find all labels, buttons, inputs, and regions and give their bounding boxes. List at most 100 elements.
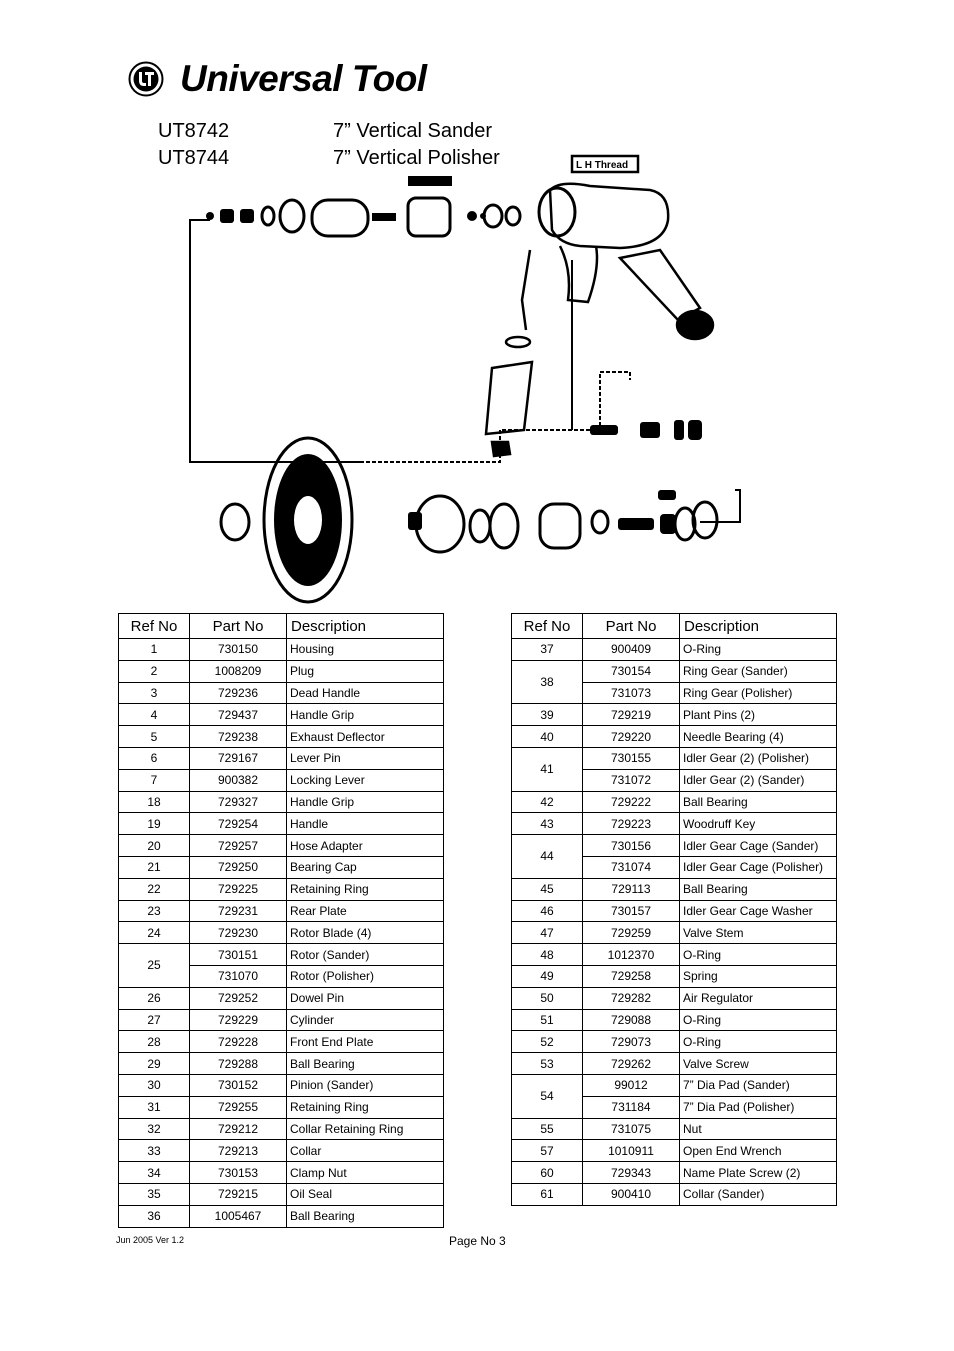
description-cell: Valve Stem	[679, 921, 837, 945]
part-no-cell: 729257	[189, 834, 287, 857]
description-cell: Open End Wrench	[679, 1139, 837, 1163]
ref-no-cell: 46	[511, 899, 583, 923]
part-no-cell: 99012	[582, 1073, 680, 1097]
description-cell: Locking Lever	[286, 768, 444, 792]
description-cell: Plug	[286, 659, 444, 683]
part-no-header: Part No	[582, 613, 680, 639]
ref-no-cell: 37	[511, 638, 583, 661]
part-no-cell: 729229	[189, 1008, 287, 1032]
description-cell: Ball Bearing	[286, 1204, 444, 1228]
part-no-cell: 729073	[582, 1030, 680, 1054]
part-no-cell: 731075	[582, 1117, 680, 1141]
description-header: Description	[679, 613, 837, 639]
part-no-cell: 729220	[582, 725, 680, 748]
ref-no-cell: 47	[511, 921, 583, 945]
ref-no-cell: 51	[511, 1008, 583, 1032]
ref-no-cell: 27	[118, 1008, 190, 1032]
description-cell: Ring Gear (Sander)	[679, 659, 837, 683]
part-no-cell: 731073	[582, 681, 680, 705]
ref-no-cell: 52	[511, 1030, 583, 1054]
table-header-row: Ref No Part No Description	[118, 613, 444, 639]
ref-no-cell: 43	[511, 812, 583, 836]
description-header: Description	[286, 613, 444, 639]
description-cell: Ring Gear (Polisher)	[679, 681, 837, 705]
ref-no-cell: 36	[118, 1204, 190, 1228]
part-no-cell: 730154	[582, 659, 680, 683]
part-no-cell: 729215	[189, 1182, 287, 1206]
description-cell: Handle Grip	[286, 703, 444, 727]
ref-no-header: Ref No	[511, 613, 583, 639]
part-no-cell: 729228	[189, 1030, 287, 1054]
part-no-cell: 729258	[582, 964, 680, 988]
description-cell: Rear Plate	[286, 899, 444, 923]
description-cell: Hose Adapter	[286, 834, 444, 857]
ref-no-cell: 54	[511, 1073, 583, 1119]
description-cell: Name Plate Screw (2)	[679, 1161, 837, 1184]
thread-label: L H Thread	[576, 160, 628, 171]
model-list: UT8742 7” Vertical Sander UT8744 7” Vert…	[158, 118, 500, 172]
ref-no-cell: 44	[511, 834, 583, 879]
description-cell: O-Ring	[679, 943, 837, 966]
part-no-cell: 730155	[582, 746, 680, 770]
description-cell: Nut	[679, 1117, 837, 1141]
page-number: Page No 3	[449, 1234, 506, 1248]
part-no-cell: 729223	[582, 812, 680, 836]
ref-no-cell: 21	[118, 855, 190, 879]
ref-no-cell: 25	[118, 943, 190, 988]
part-no-cell: 900410	[582, 1182, 680, 1206]
model-row: UT8744 7” Vertical Polisher	[158, 145, 500, 172]
ref-no-cell: 53	[511, 1052, 583, 1075]
ref-no-cell: 19	[118, 812, 190, 836]
description-cell: Ball Bearing	[286, 1052, 444, 1075]
model-name: 7” Vertical Polisher	[333, 147, 500, 169]
part-no-cell: 729288	[189, 1052, 287, 1075]
ref-no-cell: 38	[511, 659, 583, 705]
part-no-cell: 729437	[189, 703, 287, 727]
part-no-cell: 731074	[582, 855, 680, 879]
part-no-cell: 730153	[189, 1161, 287, 1184]
part-no-cell: 729343	[582, 1161, 680, 1184]
ref-no-cell: 49	[511, 964, 583, 988]
ref-no-cell: 34	[118, 1161, 190, 1184]
model-code: UT8742	[158, 120, 230, 142]
description-cell: 7” Dia Pad (Sander)	[679, 1073, 837, 1097]
ut-logo-icon	[128, 61, 164, 97]
description-cell: Clamp Nut	[286, 1161, 444, 1184]
part-no-cell: 730151	[189, 943, 287, 966]
description-cell: Idler Gear (2) (Polisher)	[679, 746, 837, 770]
ref-no-cell: 7	[118, 768, 190, 792]
ref-no-cell: 31	[118, 1095, 190, 1119]
part-no-cell: 729222	[582, 790, 680, 814]
part-no-cell: 729230	[189, 921, 287, 945]
ref-no-cell: 50	[511, 986, 583, 1010]
description-cell: Front End Plate	[286, 1030, 444, 1054]
ref-no-cell: 32	[118, 1117, 190, 1141]
